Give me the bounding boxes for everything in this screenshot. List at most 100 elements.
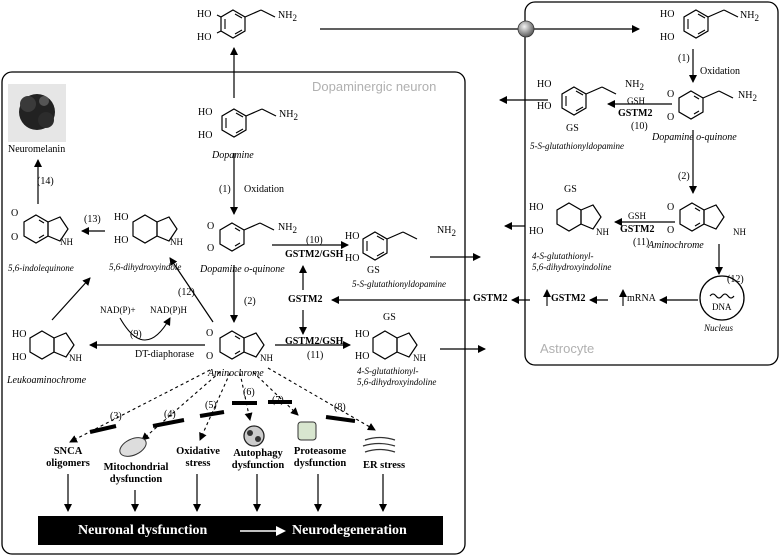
dopamine-label: Dopamine [212, 150, 254, 161]
atom-ho: HO [12, 352, 27, 363]
atom-gs: GS [564, 184, 577, 195]
astro-s-glut-dihydroxyindoline-label-2: 5,6-dihydroxyindoline [532, 262, 612, 272]
step-7: (7) [272, 395, 284, 406]
s-glut-dihydroxyindoline-label-1: 4-S-glutathionyl- [357, 366, 419, 376]
dashed-branch-5 [199, 372, 231, 441]
astro-gstm2-label-2: GSTM2 [620, 224, 655, 235]
neurodegeneration-label: Neurodegeneration [292, 523, 407, 538]
transporter-ball [517, 20, 535, 38]
astro-dopamine-o-quinone-label: Dopamine o-quinone [652, 132, 737, 143]
dopamine-top-structure [216, 9, 276, 39]
s-glutathionyldopamine-label: 5-S-glutathionyldopamine [352, 279, 446, 289]
astro-s-glut-dihydroxyindoline-label-1: 4-S-glutathionyl- [532, 251, 594, 261]
atom-o: O [11, 208, 19, 219]
mrna-label: mRNA [627, 293, 656, 304]
astro-s-glutathionyldopamine-label: 5-S-glutathionyldopamine [530, 141, 624, 151]
astro-step-12: (12) [727, 274, 744, 285]
atom-nh: NH [733, 227, 746, 237]
s-glut-dihydroxyindoline-label-2: 5,6-dihydroxyindoline [357, 377, 437, 387]
neuronal-dysfunction-label: Neuronal dysfunction [78, 523, 208, 538]
astro-gsh-label: GSH [627, 96, 646, 106]
gstm2-label: GSTM2 [288, 294, 323, 305]
astrocyte-region [524, 1, 779, 366]
atom-o: O [667, 112, 675, 123]
atom-nh2: NH2 [279, 109, 298, 122]
dashed-branch-4 [141, 371, 221, 441]
step-14: (14) [37, 176, 54, 187]
astro-step-2: (2) [678, 171, 690, 182]
astro-oxidation-label: Oxidation [700, 66, 740, 77]
atom-o: O [206, 328, 214, 339]
astro-gsh-label-2: GSH [628, 211, 647, 221]
autophagosome-inner-2 [255, 436, 261, 442]
oxidation-label: Oxidation [244, 184, 284, 195]
nadp-plus-label: NAD(P)+ [100, 305, 136, 315]
arrow-nadph-cycle [119, 317, 171, 341]
astro-gstm2-label: GSTM2 [618, 108, 653, 119]
step-8: (8) [334, 402, 346, 413]
atom-o: O [667, 89, 675, 100]
s-glutathionyldopamine-structure [362, 231, 418, 261]
dihydroxyindole-label: 5,6-dihydroxyindole [109, 262, 182, 272]
atom-ho: HO [12, 329, 27, 340]
atom-gs: GS [383, 312, 396, 323]
arrow-leuko-up [51, 277, 91, 321]
atom-ho: HO [114, 212, 129, 223]
step-3: (3) [110, 411, 122, 422]
step-4: (4) [164, 409, 176, 420]
atom-gs: GS [566, 123, 579, 134]
nucleus-label: Nucleus [704, 323, 733, 333]
astro-dopamine-structure [683, 9, 739, 39]
astrocyte-region-label: Astrocyte [540, 341, 595, 356]
astro-s-glutathionyl-dihydroxyindoline-structure [556, 202, 602, 232]
atom-ho: HO [660, 9, 675, 20]
dashed-branch-6 [239, 372, 253, 421]
atom-ho: HO [355, 351, 370, 362]
atom-n: NH [60, 237, 73, 247]
step-11: (11) [307, 350, 324, 361]
atom-ho: HO [345, 231, 360, 242]
dt-diaphorase-label: DT-diaphorase [135, 349, 195, 360]
astro-step-11: (11) [633, 237, 650, 248]
atom-ho: HO [345, 253, 360, 264]
inhibition-bar-4 [152, 418, 185, 428]
inhibition-bar-8 [325, 415, 356, 423]
atom-nh: NH [260, 353, 273, 363]
gstm2-gsh-label-2: GSTM2/GSH [285, 336, 344, 347]
aminochrome-structure [219, 330, 265, 360]
inhibition-bar-3 [89, 424, 117, 434]
dopamine-o-quinone-label: Dopamine o-quinone [200, 264, 285, 275]
atom-nh2: NH2 [278, 222, 297, 235]
atom-ho: HO [537, 101, 552, 112]
gstm2-gsh-label: GSTM2/GSH [285, 249, 344, 260]
atom-ho: HO [660, 32, 675, 43]
atom-o: O [207, 221, 215, 232]
mitochondria-icon [119, 437, 147, 457]
atom-nh: NH [170, 237, 183, 247]
atom-ho: HO [198, 130, 213, 141]
step-1: (1) [219, 184, 231, 195]
atom-ho: HO [114, 235, 129, 246]
astro-step-1: (1) [678, 53, 690, 64]
atom-nh: NH [596, 227, 609, 237]
atom-nh2: NH2 [738, 90, 757, 103]
step-5: (5) [205, 400, 217, 411]
dopamine-structure [221, 108, 277, 138]
atom-nh: NH [413, 353, 426, 363]
effect-er-stress: ER stress [362, 460, 406, 471]
atom-o: O [207, 243, 215, 254]
leukoaminochrome-structure [29, 330, 75, 360]
nucleus-circle [699, 275, 745, 321]
dashed-branch-3 [69, 369, 211, 443]
dna-label: DNA [712, 302, 732, 312]
step-6: (6) [243, 387, 255, 398]
step-9: (9) [130, 329, 142, 340]
aminochrome-label: Aminochrome [208, 368, 264, 379]
astro-aminochrome-structure [679, 202, 725, 232]
atom-nh2: NH2 [740, 10, 759, 23]
astro-aminochrome-label: Aminochrome [648, 240, 704, 251]
